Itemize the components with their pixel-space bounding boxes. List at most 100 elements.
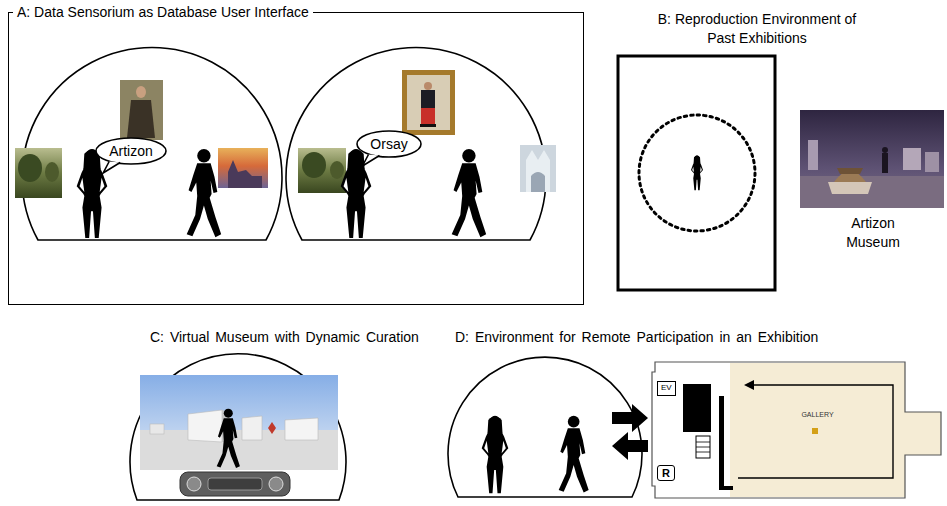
exhibit	[268, 422, 276, 434]
wall	[188, 410, 222, 442]
painting	[298, 148, 346, 193]
wall	[150, 424, 164, 434]
bubble-outline	[357, 131, 421, 157]
block-arrow	[612, 432, 648, 460]
shoes	[420, 124, 436, 127]
panel-frame: A: Data Sensorium as Database User Inter…	[8, 12, 584, 305]
route-arrowhead	[744, 380, 754, 390]
stairs	[696, 442, 710, 452]
bubble-tail	[362, 155, 379, 167]
painting-landscape	[298, 148, 346, 193]
route-line	[738, 385, 893, 478]
dome	[22, 48, 282, 240]
building	[228, 160, 262, 188]
painting-portrait	[120, 80, 163, 140]
dotted-circle	[639, 115, 755, 231]
floor-plan	[652, 362, 941, 498]
woman-silhouette	[482, 416, 509, 494]
panel-heading: C: Virtual Museum with Dynamic Curation	[150, 328, 419, 347]
plan-label: GALLERY	[730, 411, 905, 419]
face	[424, 82, 432, 90]
face	[136, 86, 146, 98]
tree	[45, 162, 59, 182]
painting	[15, 148, 62, 198]
bubble-tail	[103, 162, 120, 174]
bubble-text: Artizon	[109, 143, 153, 159]
woman-silhouette	[77, 149, 108, 238]
gallery-area	[905, 412, 941, 455]
trousers	[421, 108, 435, 124]
painting	[407, 75, 450, 130]
speech-bubble: Artizon	[95, 137, 167, 165]
visitor	[882, 147, 888, 153]
sky	[140, 375, 338, 470]
wall	[285, 418, 318, 440]
portal	[531, 172, 545, 192]
man-silhouette	[452, 149, 487, 237]
woman-silhouette	[691, 155, 703, 190]
plan-label: EV	[661, 384, 672, 393]
painting	[218, 148, 268, 188]
bubble-outline	[96, 138, 166, 164]
tree	[330, 161, 344, 179]
wall	[242, 416, 262, 440]
display-case	[925, 152, 939, 172]
virtual-museum-scene	[140, 375, 338, 470]
wall	[719, 396, 724, 490]
painting-fifer	[402, 70, 455, 135]
panel-heading: A: Data Sensorium as Database User Inter…	[13, 4, 313, 20]
dome	[130, 354, 346, 500]
tree	[18, 154, 42, 182]
plan-label: R	[662, 467, 670, 479]
panel-heading: B: Reproduction Environment of Past Exhi…	[654, 10, 860, 48]
dome-outline	[22, 48, 546, 240]
wall	[719, 486, 733, 490]
toolbar	[180, 472, 290, 496]
bubble-tail	[103, 162, 120, 174]
painting	[520, 145, 556, 192]
block-arrow	[612, 404, 648, 432]
painting-sunset	[218, 148, 268, 188]
painting	[120, 80, 163, 140]
gallery-area	[730, 363, 905, 497]
plan-outline	[652, 362, 941, 498]
room-plan	[618, 56, 775, 290]
display-case	[808, 140, 818, 170]
bubble-tail	[362, 155, 379, 167]
photo	[800, 110, 944, 208]
jacket	[421, 90, 435, 108]
panel-heading: D: Environment for Remote Participation …	[455, 328, 818, 347]
man-silhouette	[217, 409, 240, 468]
photo-caption: Artizon Museum	[828, 214, 918, 252]
speech-bubble: Orsay	[356, 130, 422, 158]
painting-cathedral	[520, 145, 556, 192]
toolbar-button	[269, 477, 283, 491]
man-silhouette	[187, 149, 222, 237]
dome	[448, 357, 642, 497]
stairs	[696, 436, 710, 458]
tree	[302, 152, 326, 178]
bubble-text: Orsay	[370, 136, 407, 152]
elevator-box: EV	[657, 381, 676, 396]
restroom-box: R	[657, 465, 675, 481]
plinth	[828, 182, 872, 194]
frame	[402, 70, 455, 135]
control-toolbar	[180, 472, 290, 496]
visitor	[882, 153, 888, 173]
facade	[526, 150, 550, 192]
sculpture	[837, 168, 863, 174]
toolbar-button	[187, 477, 201, 491]
painting-landscape	[15, 148, 62, 198]
gallery-region: GALLERY	[730, 363, 905, 497]
dome	[286, 48, 546, 240]
figure	[127, 100, 155, 138]
museum-photo	[800, 110, 944, 208]
toolbar-panel	[208, 478, 262, 490]
man-silhouette	[559, 416, 589, 493]
floor	[800, 176, 944, 208]
wall-block	[683, 384, 711, 432]
display-case	[903, 148, 921, 170]
exhibit-marker	[812, 428, 818, 434]
